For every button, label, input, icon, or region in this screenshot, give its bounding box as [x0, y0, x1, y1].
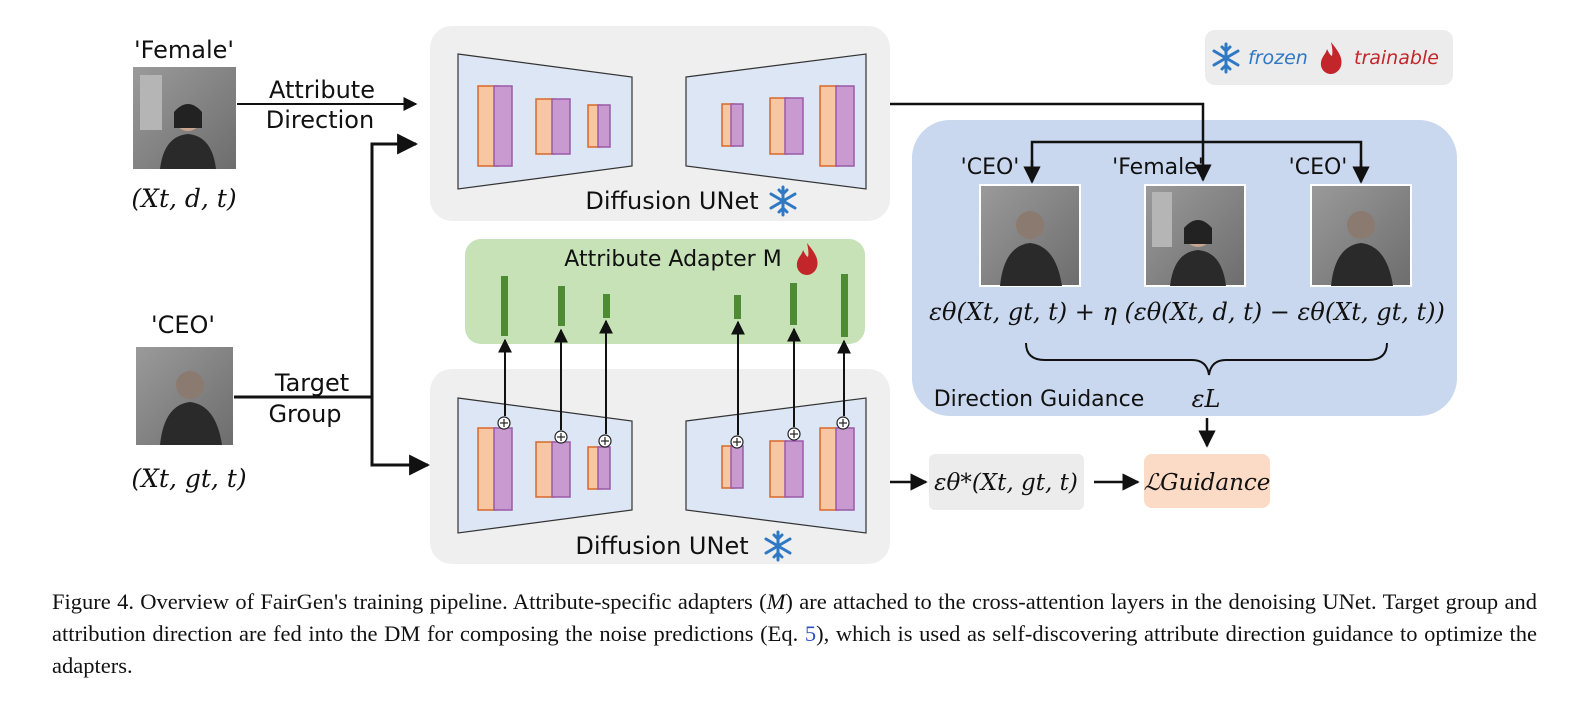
target-group-arrow-bottom: [370, 397, 431, 476]
direction-guidance-panel: 'CEO' 'Female' 'CEO' εθ(Xt, gt, t) + η (…: [912, 120, 1457, 416]
attribute-adapter: Attribute Adapter M: [465, 239, 865, 344]
guidance-image-ceo-1: [979, 184, 1081, 287]
target-group-label-1: Target: [274, 369, 349, 397]
direction-guidance-label: Direction Guidance: [934, 387, 1145, 412]
unet-top: Diffusion UNet: [430, 26, 890, 221]
caption-tail: ), which is used as self-discovering att…: [52, 621, 1537, 678]
target-group-arrow-top: [234, 133, 419, 399]
adapter-bar: [841, 274, 848, 337]
legend-frozen: frozen: [1248, 47, 1308, 69]
caption-mid: ) are attached to the cross-attention la…: [52, 589, 1537, 646]
guidance-label-female: 'Female': [1112, 155, 1204, 180]
ceo-input-formula: (Xt, gt, t): [131, 464, 246, 493]
unet-top-label: Diffusion UNet: [585, 187, 758, 215]
unet-bottom-label: Diffusion UNet: [575, 532, 748, 560]
target-group-label-2: Group: [268, 400, 341, 428]
legend-trainable: trainable: [1354, 47, 1439, 69]
guidance-image-ceo-2: [1310, 184, 1412, 287]
loss-label: ℒGuidance: [1144, 470, 1271, 496]
unet-bottom: Diffusion UNet: [430, 369, 890, 564]
adapter-bar: [558, 286, 565, 326]
guidance-formula: εθ(Xt, gt, t) + η (εθ(Xt, d, t) − εθ(Xt,…: [929, 298, 1445, 326]
ceo-input-label: 'CEO': [151, 311, 215, 339]
underbrace: [1025, 342, 1388, 376]
ceo-input-image: [136, 347, 233, 445]
eps-star-box: εθ*(Xt, gt, t): [929, 454, 1084, 510]
unet-top-output-arrow: [890, 102, 1212, 182]
adapter-label: Attribute Adapter M: [564, 247, 781, 272]
female-input-formula: (Xt, d, t): [131, 184, 236, 213]
guidance-image-female: [1144, 184, 1246, 287]
pipeline-diagram: 'Female' (Xt, d, t) 'CEO' (Xt, gt, t) At…: [131, 26, 1457, 564]
adapter-bar: [790, 283, 797, 325]
adapter-bar: [734, 295, 741, 319]
female-input-label: 'Female': [134, 36, 234, 64]
caption-eq-ref[interactable]: 5: [804, 621, 817, 646]
loss-box: ℒGuidance: [1144, 454, 1271, 508]
adapter-bar: [501, 276, 508, 336]
female-input-image: [133, 67, 236, 169]
guidance-label-ceo-2: 'CEO': [1289, 155, 1348, 180]
guidance-label-ceo-1: 'CEO': [961, 155, 1020, 180]
adapter-bar: [603, 294, 610, 318]
caption-m: M: [766, 589, 786, 614]
attribute-direction-label-2: Direction: [266, 106, 374, 134]
attribute-direction-label-1: Attribute: [269, 76, 375, 104]
adapter-arrows: [498, 319, 851, 435]
epsilon-l-label: εL: [1192, 385, 1221, 413]
figure-caption: Figure 4. Overview of FairGen's training…: [52, 586, 1537, 682]
caption-lead: Figure 4. Overview of FairGen's training…: [52, 589, 767, 614]
legend: frozen trainable: [1205, 30, 1453, 85]
eps-star-label: εθ*(Xt, gt, t): [934, 470, 1078, 496]
